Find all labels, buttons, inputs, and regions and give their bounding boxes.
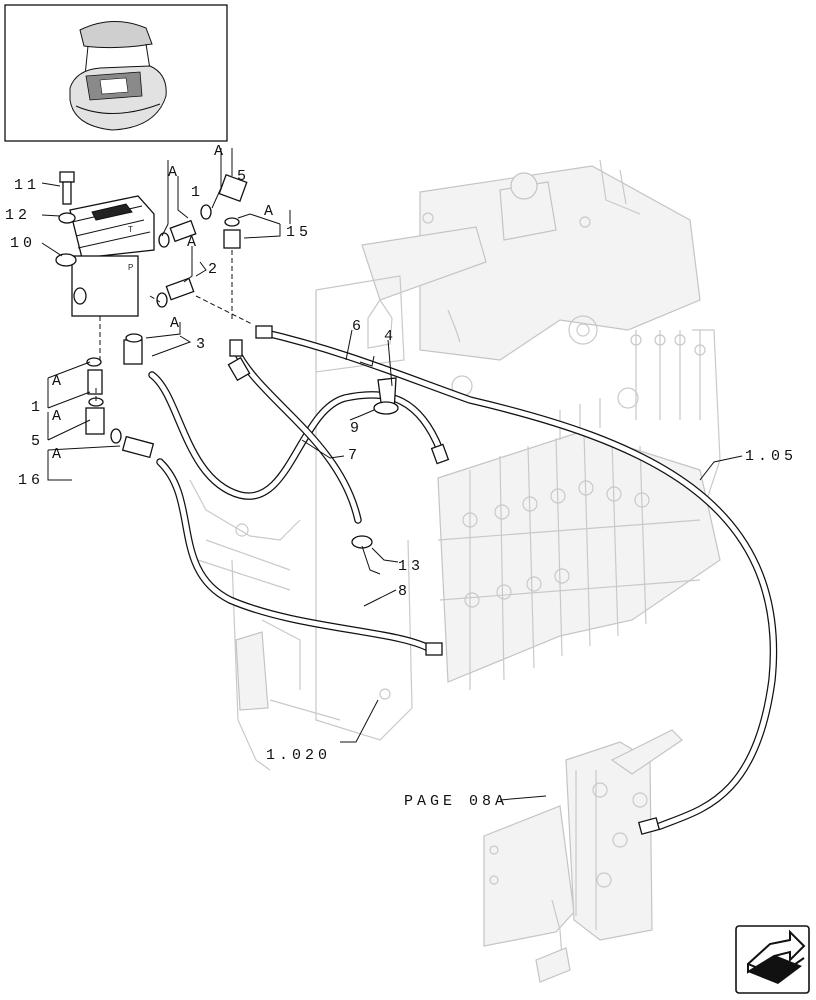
washer-12 [58, 212, 76, 224]
tag-a-1: A [168, 164, 181, 181]
callout-4: 4 [384, 328, 397, 345]
callout-1-top: 1 [191, 184, 204, 201]
port-t-label: T [128, 225, 133, 234]
callout-16: 16 [18, 472, 44, 489]
tag-a-7: A [52, 408, 65, 425]
callout-8: 8 [398, 583, 411, 600]
callout-6: 6 [352, 318, 365, 335]
hose-end-fittings [227, 325, 661, 835]
hose-8 [156, 458, 436, 654]
arrow-icon [747, 929, 806, 984]
callout-15: 15 [286, 224, 312, 241]
reference-1-05: 1.05 [745, 448, 797, 465]
tag-a-5: A [170, 315, 183, 332]
callout-13: 13 [398, 558, 424, 575]
callout-2: 2 [208, 261, 221, 278]
tag-a-8: A [52, 446, 65, 463]
hose-6 [258, 328, 778, 830]
callout-10: 10 [10, 235, 36, 252]
tag-a-3: A [264, 203, 277, 220]
callout-labels: 11 12 10 1 5 15 2 3 6 4 9 7 1 5 16 13 8 … [5, 143, 797, 810]
port-p-label: P [128, 263, 133, 272]
callout-12: 12 [5, 207, 31, 224]
pilot-valve-10 [55, 195, 155, 317]
hose-9 [148, 371, 444, 500]
reference-1-020: 1.020 [266, 747, 331, 764]
callout-5-top: 5 [237, 168, 250, 185]
tag-a-2: A [214, 143, 227, 160]
callout-11: 11 [14, 177, 40, 194]
page-reference[interactable]: PAGE 08A [404, 793, 508, 810]
callout-1-left: 1 [31, 399, 44, 416]
callout-7: 7 [348, 447, 361, 464]
callout-5-left: 5 [31, 433, 44, 450]
bolt-11 [59, 171, 75, 205]
machine-frame-ghost [189, 159, 721, 983]
locator-thumbnail [4, 4, 228, 142]
tag-a-4: A [187, 234, 200, 251]
callout-3: 3 [196, 336, 209, 353]
leader-lines [41, 148, 743, 801]
tag-a-6: A [52, 373, 65, 390]
hose-clamp-4 [373, 377, 399, 415]
adapters [85, 174, 248, 459]
machine-cab-thumbnail [69, 20, 167, 131]
next-page-button[interactable] [735, 925, 810, 994]
callout-9: 9 [350, 420, 363, 437]
